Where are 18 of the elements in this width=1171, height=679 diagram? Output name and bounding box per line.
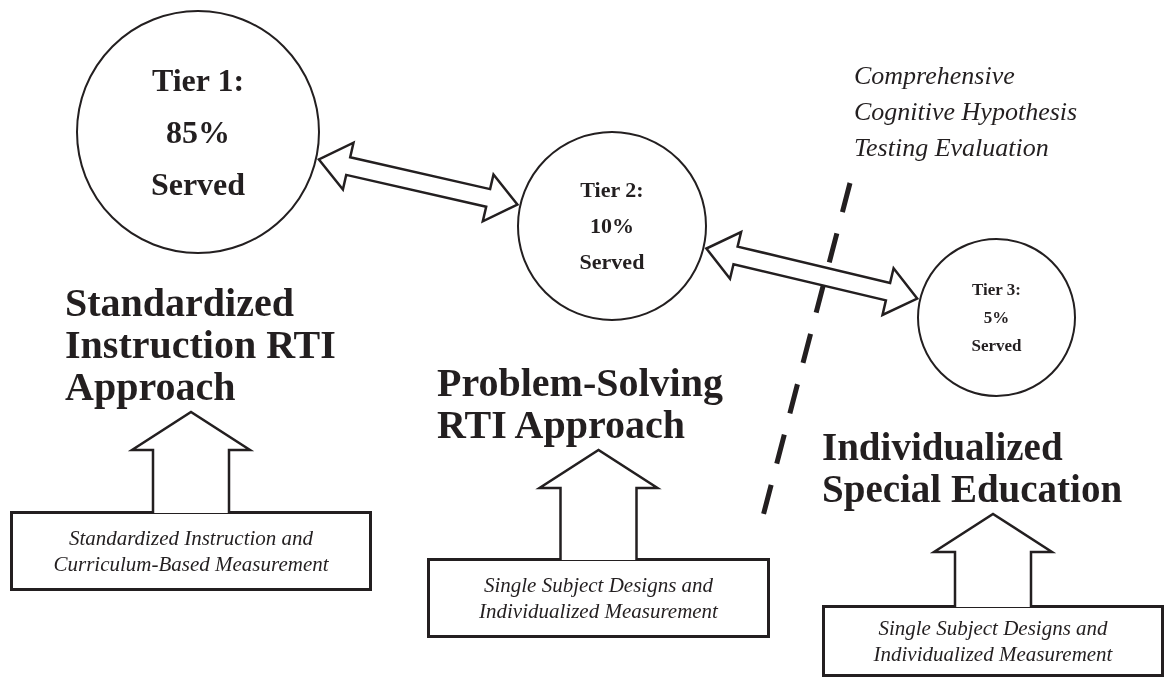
block-arrow	[316, 140, 520, 224]
method-text: Single Subject Designs and Individualized Measurement	[478, 572, 720, 624]
method-box	[10, 511, 372, 591]
block-arrow	[535, 448, 662, 562]
method-box	[427, 558, 770, 638]
tier-label: Tier 3: 5% Served	[970, 278, 1023, 357]
approach-heading: Standardized Instruction RTI Approach	[65, 282, 365, 408]
method-text: Single Subject Designs and Individualized Measurement	[872, 615, 1114, 667]
tier-label: Tier 2: 10% Served	[578, 176, 646, 276]
evaluation-note: Comprehensive Cognitive Hypothesis Testing Evaluation	[854, 60, 1079, 164]
approach-heading: Problem-Solving RTI Approach	[437, 362, 777, 446]
approach-heading: Individualized Special Education	[822, 426, 1170, 510]
tier-label: Tier 1: 85% Served	[149, 61, 247, 204]
method-box	[822, 605, 1164, 677]
block-arrow	[704, 229, 920, 318]
method-text: Standardized Instruction and Curriculum-Based Measurement	[52, 525, 330, 577]
block-arrow	[929, 512, 1057, 609]
block-arrow	[127, 410, 255, 515]
